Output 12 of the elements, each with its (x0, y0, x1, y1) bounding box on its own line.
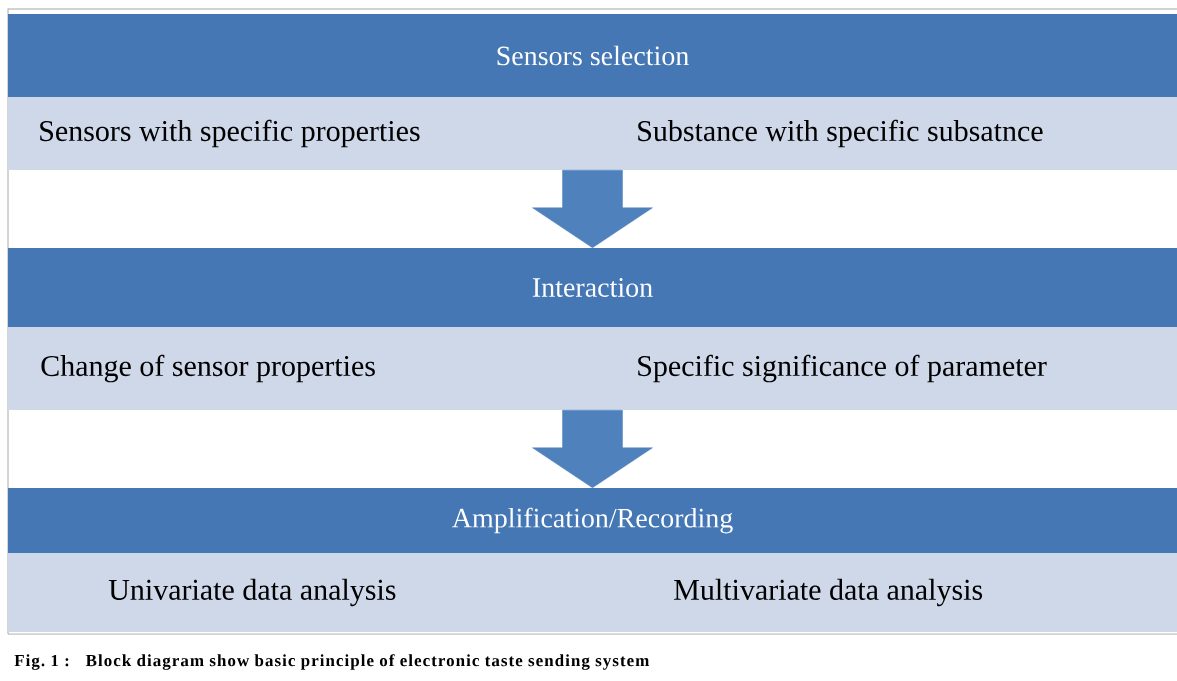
block-arrow (532, 409, 653, 489)
band-text: Sensors with specific properties (40, 119, 420, 148)
band-text: Change of sensor properties (41, 354, 375, 383)
band-text: Multivariate data analysis (674, 578, 983, 607)
header-band: Amplification/Recording (8, 488, 1177, 553)
band-text: Specific significance of parameter (638, 354, 1047, 383)
band-text: Univariate data analysis (108, 578, 396, 607)
band-text: Substance with specific subsatnce (638, 119, 1043, 148)
header-band: Sensors selection (8, 14, 1177, 97)
header-band: Interaction (8, 248, 1177, 327)
caption: Fig. 1 : Block diagram show basic principle of electronic taste sending system (14, 654, 650, 670)
block-arrow (532, 169, 653, 249)
